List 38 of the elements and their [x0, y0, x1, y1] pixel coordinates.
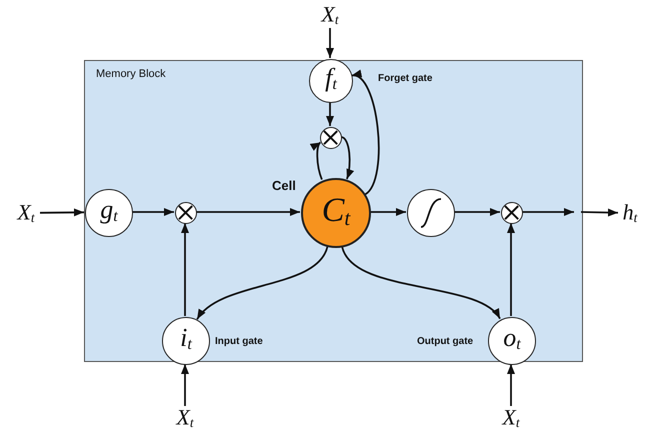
arrow — [181, 364, 189, 406]
memory-block-panel — [84, 60, 583, 362]
block-title: Memory Block — [96, 68, 166, 80]
arrow — [310, 142, 323, 180]
gate-circle: g$_{t}$ — [85, 189, 133, 237]
multiply-circle — [320, 127, 342, 149]
signal-label: X$_{t}$ — [176, 406, 194, 430]
gate-label: Cell — [272, 178, 296, 193]
arrow — [454, 208, 500, 216]
sigmoid-circle — [407, 189, 455, 237]
arrow — [340, 136, 354, 180]
cell-circle: C$_{t}$ — [301, 178, 371, 248]
gate-circle: f$_{t}$ — [309, 59, 353, 103]
signal-label: X$_{t}$ — [321, 3, 339, 27]
multiply-circle — [501, 202, 523, 224]
arrow — [196, 208, 300, 216]
gate-label: Input gate — [215, 336, 263, 347]
arrow — [326, 28, 334, 58]
arrow — [326, 102, 334, 126]
signal-label: X$_{t}$ — [17, 201, 35, 225]
gate-label: Output gate — [417, 336, 474, 347]
gate-label: Forget gate — [378, 73, 432, 84]
signal-label: X$_{t}$ — [502, 406, 520, 430]
arrow — [580, 208, 618, 217]
arrow — [341, 246, 501, 320]
arrow — [181, 223, 189, 316]
multiply-circle — [175, 202, 197, 224]
arrow — [40, 208, 84, 216]
arrow — [507, 223, 515, 316]
arrow — [522, 208, 574, 216]
arrow — [132, 208, 174, 216]
gate-circle: i$_{t}$ — [162, 317, 210, 365]
gate-circle: o$_{t}$ — [488, 317, 536, 365]
arrow — [351, 72, 380, 196]
arrow — [370, 208, 406, 216]
arrow — [196, 246, 328, 320]
arrow — [507, 364, 515, 406]
signal-label: h$_{t}$ — [622, 201, 638, 225]
